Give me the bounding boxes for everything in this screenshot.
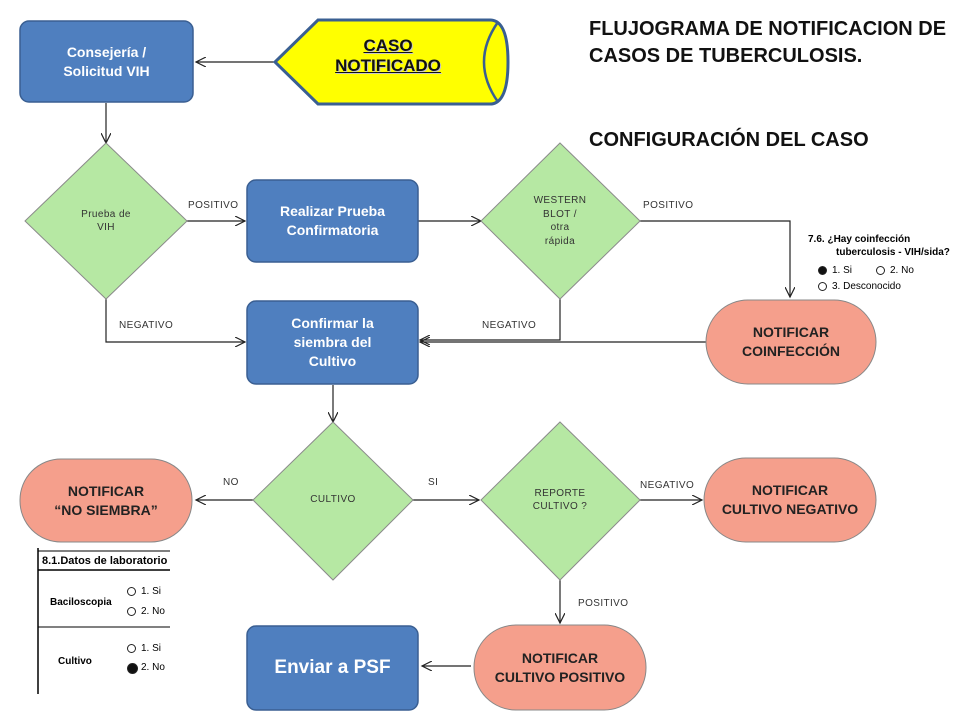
enviar-psf-box: [246, 625, 419, 711]
prueba-vih-label: Prueba de VIH: [81, 208, 131, 234]
cultivo-positivo-label: NOTIFICAR CULTIVO POSITIVO: [494, 649, 626, 685]
coinfeccion-question-1: 7.6. ¿Hay coinfección: [808, 234, 911, 245]
edge-label-wb-negativo: NEGATIVO: [482, 320, 537, 331]
radio-coinfeccion-no[interactable]: [876, 266, 885, 275]
reporte-cultivo-label: REPORTE CULTIVO ?: [532, 487, 588, 513]
no-siembra-terminal: [19, 458, 193, 543]
realizar-prueba-label: Realizar Prueba Confirmatoria: [279, 203, 386, 238]
prueba-vih-diamond: [24, 142, 188, 300]
lab-form-frame: [37, 548, 170, 694]
lab-baciloscopia-opt1: 1. Si: [141, 586, 162, 597]
cultivo-diamond: [252, 421, 414, 581]
lab-cultivo-opt2: 2. No: [141, 662, 165, 673]
confirmar-siembra-label: Confirmar la siembra del Cultivo: [291, 315, 374, 369]
confirmar-siembra-box: [246, 300, 419, 385]
coinfeccion-terminal: [705, 299, 877, 385]
lab-baciloscopia-opt2: 2. No: [141, 606, 165, 617]
cultivo-positivo-terminal: [473, 624, 647, 711]
western-blot-diamond: [480, 142, 641, 300]
lab-row-cultivo-label: Cultivo: [58, 656, 92, 667]
coinfeccion-opt-desconocido: 3. Desconocido: [832, 281, 901, 292]
radio-baciloscopia-si[interactable]: [127, 587, 136, 596]
cultivo-label: CULTIVO: [310, 494, 356, 506]
edge-label-reporte-positivo: POSITIVO: [578, 598, 629, 609]
coinfeccion-question-2: tuberculosis - VIH/sida?: [836, 247, 950, 258]
edge-label-cultivo-si: SI: [428, 477, 439, 488]
lab-form-header: 8.1.Datos de laboratorio: [42, 555, 168, 567]
edge-prueba-to-confirmar: [105, 299, 245, 342]
caso-notificado-curve: [482, 21, 500, 103]
lab-cultivo-opt1: 1. Si: [141, 643, 162, 654]
radio-coinfeccion-si[interactable]: [818, 266, 827, 275]
radio-cultivo-no[interactable]: [127, 663, 138, 674]
enviar-psf-label: Enviar a PSF: [274, 657, 391, 679]
coinfeccion-label: NOTIFICAR COINFECCIÓN: [742, 324, 840, 359]
realizar-prueba-box: [246, 179, 419, 263]
page-title: FLUJOGRAMA DE NOTIFICACION DE CASOS DE T…: [589, 18, 947, 67]
edge-label-wb-positivo: POSITIVO: [643, 200, 694, 211]
radio-cultivo-si[interactable]: [127, 644, 136, 653]
consejeria-label: Consejería / Solicitud VIH: [63, 43, 150, 79]
cultivo-negativo-terminal: [703, 457, 877, 543]
caso-notificado-label: CASO NOTIFICADO: [335, 36, 441, 76]
coinfeccion-opt-si: 1. Si: [832, 265, 853, 276]
connectors: [106, 62, 790, 666]
edge-label-reporte-negativo: NEGATIVO: [640, 480, 695, 491]
radio-coinfeccion-desconocido[interactable]: [818, 282, 827, 291]
edge-western-to-coinfeccion: [640, 220, 790, 297]
edge-label-vih-negativo: NEGATIVO: [119, 320, 174, 331]
western-blot-label: WESTERN BLOT / otra rápida: [533, 195, 587, 247]
cultivo-negativo-label: NOTIFICAR CULTIVO NEGATIVO: [721, 482, 859, 517]
page-subtitle: CONFIGURACIÓN DEL CASO: [589, 129, 869, 151]
reporte-cultivo-diamond: [480, 421, 641, 581]
coinfeccion-opt-no: 2. No: [890, 265, 914, 276]
lab-row-baciloscopia-label: Baciloscopia: [50, 597, 112, 608]
edge-label-vih-positivo: POSITIVO: [188, 200, 239, 211]
radio-baciloscopia-no[interactable]: [127, 607, 136, 616]
edge-western-to-confirmar: [420, 299, 561, 340]
no-siembra-label: NOTIFICAR “NO SIEMBRA”: [54, 482, 158, 518]
consejeria-box: [19, 20, 194, 103]
edge-label-cultivo-no: NO: [223, 477, 239, 488]
